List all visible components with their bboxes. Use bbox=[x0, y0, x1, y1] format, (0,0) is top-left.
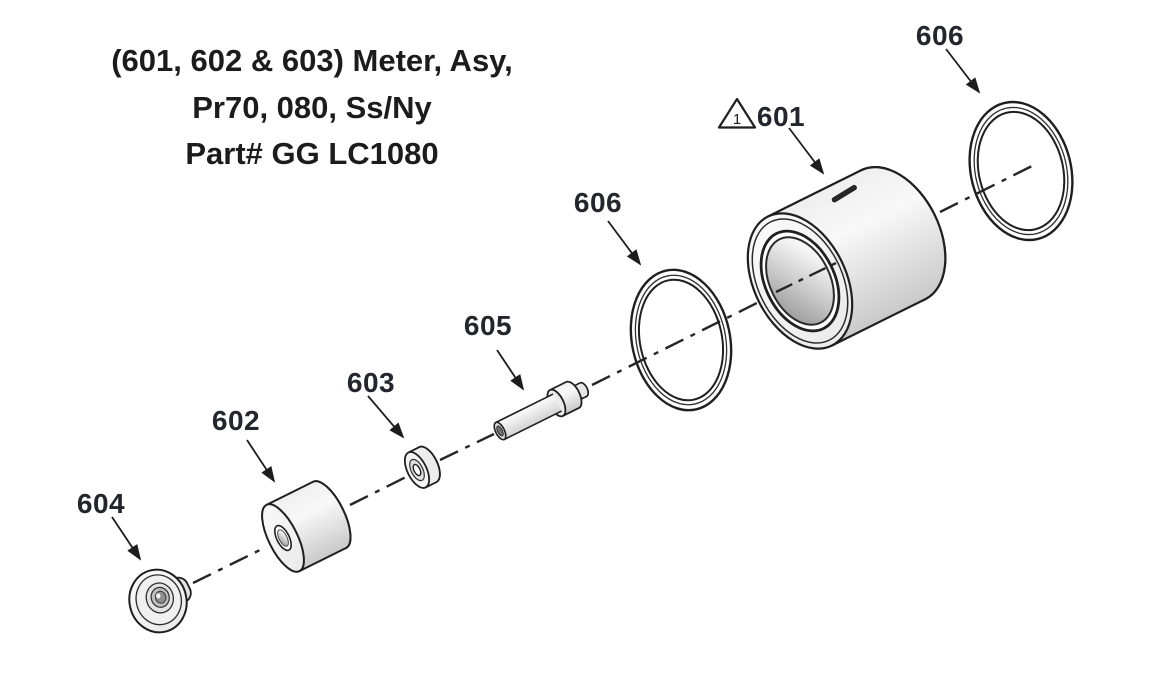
part-606-oring-right bbox=[968, 100, 1074, 242]
centerline-seg-1 bbox=[192, 547, 263, 585]
leader-602 bbox=[246, 439, 276, 483]
callout-603: 603 bbox=[347, 367, 395, 398]
cap-socket-highlight bbox=[156, 593, 161, 599]
oring-outer-edge bbox=[629, 268, 733, 412]
centerline-seg-4 bbox=[591, 301, 758, 387]
warning-triangle: 1 bbox=[717, 97, 757, 129]
rotor-hole-shadow bbox=[277, 529, 289, 547]
centerline-dashed bbox=[192, 161, 1039, 585]
centerline-seg-5 bbox=[939, 161, 1039, 214]
housing-face-rim bbox=[751, 218, 849, 344]
callout-604: 604 bbox=[77, 488, 125, 519]
washer-hole bbox=[412, 463, 422, 477]
title-line-3: Part# GG LC1080 bbox=[185, 136, 438, 171]
leader-arrows bbox=[111, 48, 981, 561]
warning-triangle-number: 1 bbox=[733, 111, 741, 128]
leader-605 bbox=[496, 349, 525, 391]
part-601-meter-housing bbox=[746, 166, 947, 350]
callout-601: 601 bbox=[757, 101, 805, 132]
housing-top-slot bbox=[831, 184, 857, 203]
centerline-seg-3 bbox=[439, 432, 495, 462]
pin-shaft-edges bbox=[495, 393, 562, 441]
oring-inner-edge bbox=[976, 110, 1066, 232]
callout-605: 605 bbox=[464, 310, 512, 341]
callout-606-right: 606 bbox=[916, 20, 964, 51]
part-605-pin bbox=[493, 380, 589, 441]
title-line-1: (601, 602 & 603) Meter, Asy, bbox=[111, 43, 513, 78]
warning-triangle-outline bbox=[717, 97, 757, 129]
part-604-bearing-cap bbox=[128, 568, 192, 634]
leader-603 bbox=[367, 395, 405, 439]
callout-606-left: 606 bbox=[574, 187, 622, 218]
part-602-rotor bbox=[261, 480, 352, 573]
pin-collar-body bbox=[548, 380, 583, 418]
washer-body-outline bbox=[407, 445, 441, 489]
title-line-2: Pr70, 080, Ss/Ny bbox=[192, 90, 432, 125]
rotor-body bbox=[266, 481, 351, 572]
leader-606-right bbox=[945, 48, 981, 94]
callout-labels: 604 602 603 605 606 601 606 bbox=[77, 20, 964, 519]
callout-602: 602 bbox=[212, 405, 260, 436]
leader-601 bbox=[788, 127, 825, 175]
oring-outer-edge bbox=[968, 100, 1074, 242]
leader-606-left bbox=[607, 220, 642, 266]
leader-604 bbox=[111, 516, 142, 561]
centerline-seg-2 bbox=[349, 475, 407, 507]
part-606-oring-left bbox=[629, 268, 733, 412]
housing-body-outline bbox=[767, 166, 947, 347]
title-block: (601, 602 & 603) Meter, Asy, Pr70, 080, … bbox=[111, 43, 513, 171]
pin-end-center bbox=[496, 425, 504, 437]
centerline-seg-bore bbox=[775, 261, 837, 294]
oring-mid-line bbox=[973, 106, 1069, 236]
pin-shaft-body bbox=[495, 394, 562, 440]
part-603-washer bbox=[403, 445, 441, 489]
rotor-body-outline bbox=[266, 480, 352, 573]
